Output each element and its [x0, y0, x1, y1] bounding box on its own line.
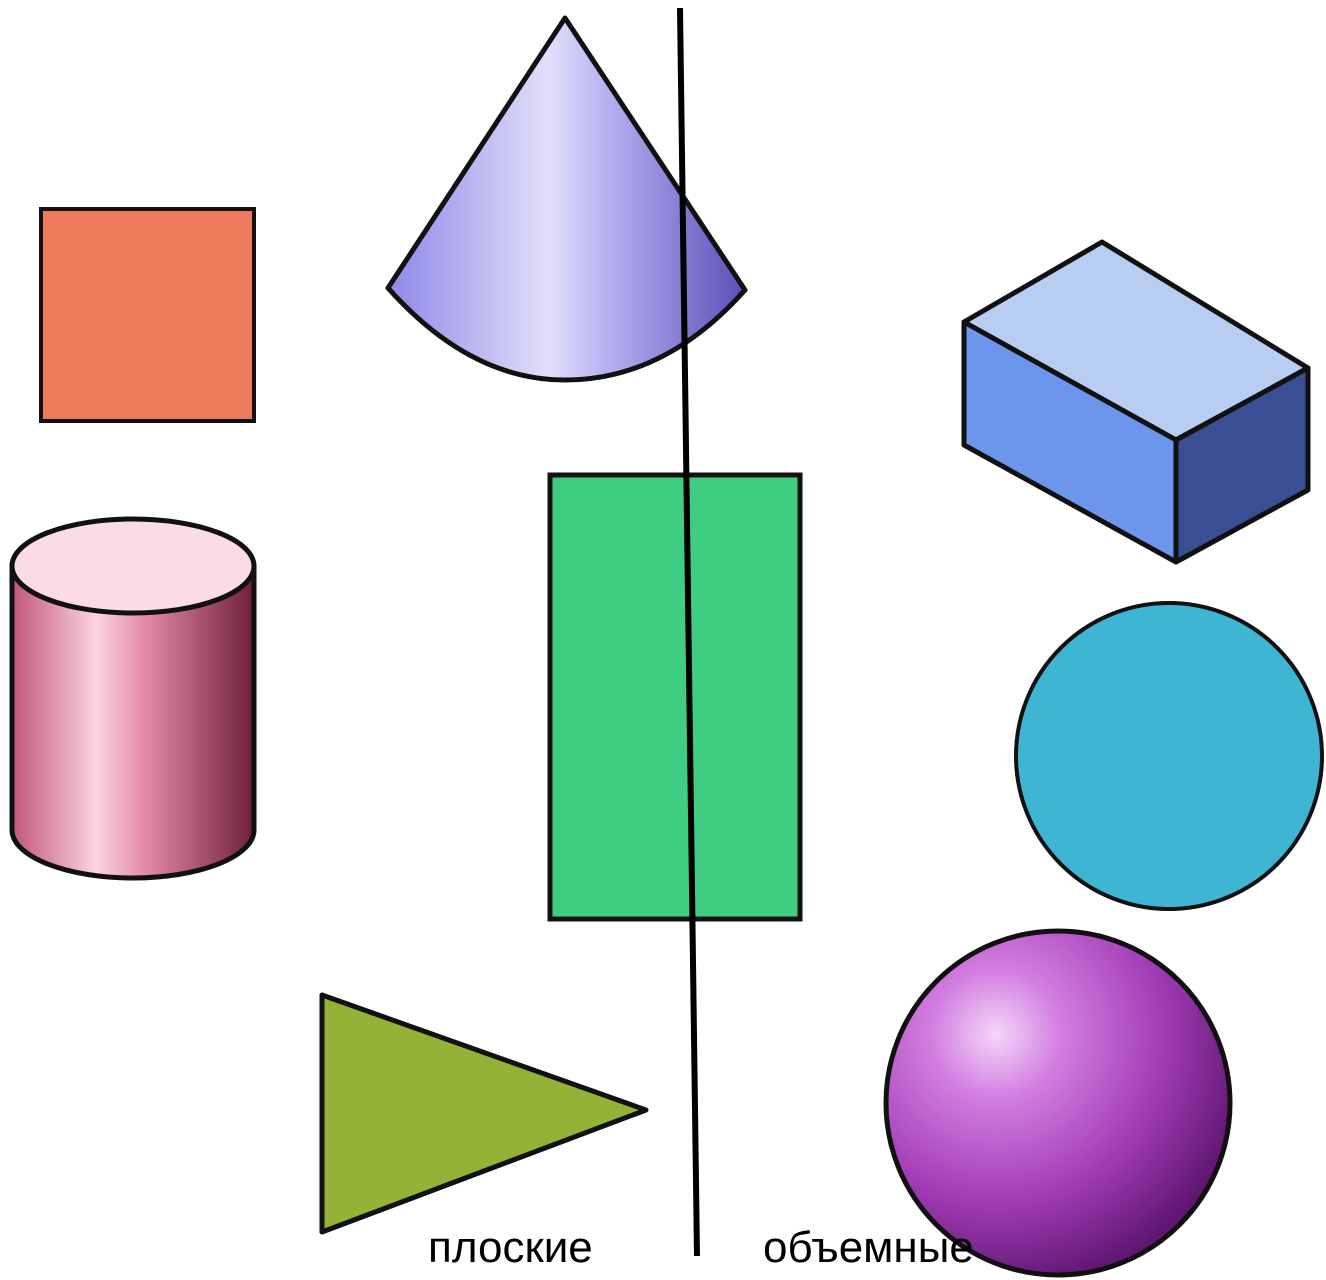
circle-shape [1016, 603, 1322, 909]
label-flat: плоские [428, 1226, 593, 1270]
box-shape [964, 242, 1308, 562]
square-shape [41, 209, 254, 421]
label-volume: объемные [763, 1226, 974, 1270]
cylinder-shape [12, 519, 254, 878]
triangle-shape [322, 995, 646, 1232]
cone-shape [388, 18, 745, 380]
rectangle-shape [550, 475, 800, 919]
